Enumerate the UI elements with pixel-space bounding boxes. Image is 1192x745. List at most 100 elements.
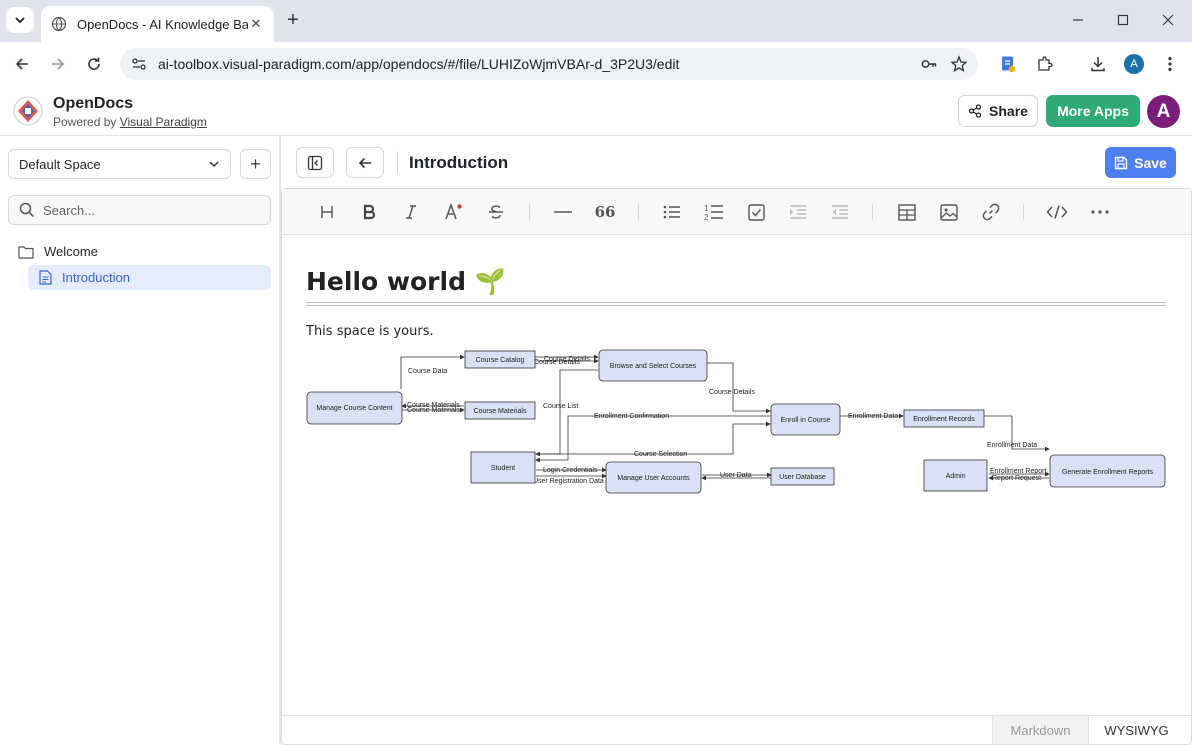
svg-text:Browse and Select Courses: Browse and Select Courses	[610, 363, 697, 370]
tree-page-introduction[interactable]: Introduction	[28, 265, 271, 290]
site-settings-icon[interactable]	[130, 55, 148, 73]
node-user-database: User Database	[770, 467, 835, 486]
space-select[interactable]: Default Space	[8, 149, 231, 179]
maximize-icon[interactable]	[1110, 8, 1136, 32]
tab-close-icon[interactable]: ✕	[250, 16, 262, 31]
back-button[interactable]	[346, 147, 384, 178]
toggle-sidebar-button[interactable]	[296, 147, 334, 178]
document-heading: Hello world 🌱	[306, 267, 506, 296]
flow-label: User Registration Data	[533, 478, 604, 485]
search-input[interactable]	[43, 202, 243, 218]
data-flow-diagram: Course Data Course Details Course Detail…	[306, 349, 1166, 494]
space-select-value: Default Space	[19, 156, 101, 172]
extensions-puzzle-icon[interactable]	[1033, 52, 1057, 76]
share-label: Share	[989, 103, 1028, 119]
share-button[interactable]: Share	[958, 95, 1038, 127]
minimize-icon[interactable]	[1065, 8, 1091, 32]
opendocs-logo	[13, 96, 43, 126]
tab-search-button[interactable]	[6, 7, 34, 33]
extension-doc-icon[interactable]	[996, 52, 1020, 76]
horizontal-rule-icon[interactable]	[552, 201, 574, 223]
more-apps-button[interactable]: More Apps	[1046, 95, 1140, 127]
page-title: Introduction	[409, 153, 509, 172]
flow-label: Course Selection	[634, 451, 687, 458]
outdent-icon[interactable]	[829, 201, 851, 223]
visual-paradigm-link[interactable]: Visual Paradigm	[119, 115, 207, 129]
chevron-down-icon	[209, 161, 219, 168]
url-text: ai-toolbox.visual-paradigm.com/app/opend…	[158, 56, 680, 72]
flow-label: Report Request	[992, 475, 1041, 482]
quote-icon[interactable]: 66	[594, 203, 616, 221]
task-list-icon[interactable]	[745, 201, 767, 223]
forward-icon[interactable]	[46, 52, 70, 76]
tab-wysiwyg[interactable]: WYSIWYG	[1088, 716, 1184, 744]
download-icon[interactable]	[1086, 52, 1110, 76]
search-field[interactable]	[8, 195, 271, 225]
text-color-icon[interactable]	[443, 201, 465, 223]
flow-label: Course Data	[408, 368, 447, 375]
node-enroll-in-course: Enroll in Course	[770, 403, 841, 436]
editor-footer-divider	[282, 715, 1191, 716]
arrow-left-icon	[358, 157, 371, 168]
svg-text:2: 2	[704, 213, 709, 221]
bookmark-star-icon[interactable]	[948, 53, 970, 75]
powered-by-text: Powered by	[53, 115, 117, 129]
flow-label: Enrollment Data	[848, 413, 898, 420]
tree-folder-label: Welcome	[44, 244, 98, 259]
tab-title: OpenDocs - AI Knowledge Base	[77, 16, 248, 32]
strikethrough-icon[interactable]	[485, 201, 507, 223]
flow-label: Enrollment Confirmation	[594, 413, 669, 420]
folder-icon	[18, 245, 34, 259]
italic-icon[interactable]	[400, 201, 422, 223]
svg-text:Course Catalog: Course Catalog	[476, 357, 525, 364]
flow-label: Course List	[543, 403, 578, 410]
node-browse-select-courses: Browse and Select Courses	[598, 349, 708, 382]
save-label: Save	[1134, 154, 1167, 171]
close-window-icon[interactable]	[1155, 8, 1181, 32]
code-icon[interactable]	[1046, 201, 1068, 223]
new-tab-button[interactable]: +	[287, 8, 299, 31]
toolbar-separator	[529, 204, 530, 220]
browser-tab[interactable]: OpenDocs - AI Knowledge Base ✕	[41, 6, 274, 42]
flow-label: Enrollment Data	[987, 442, 1037, 449]
back-icon[interactable]	[10, 52, 34, 76]
browser-menu-icon[interactable]	[1158, 52, 1182, 76]
node-student: Student	[470, 451, 536, 484]
globe-icon	[51, 16, 67, 32]
tab-markdown[interactable]: Markdown	[992, 716, 1088, 744]
add-space-button[interactable]: +	[240, 149, 271, 179]
more-icon[interactable]	[1089, 201, 1111, 223]
flows	[400, 354, 1050, 481]
chevron-down-icon	[15, 17, 25, 24]
tree-folder-welcome[interactable]: Welcome	[18, 244, 98, 259]
node-enrollment-records: Enrollment Records	[903, 409, 985, 428]
node-course-catalog: Course Catalog	[464, 350, 536, 369]
image-icon[interactable]	[938, 201, 960, 223]
bullet-list-icon[interactable]	[661, 201, 683, 223]
avatar[interactable]: A	[1147, 95, 1180, 128]
save-button[interactable]: Save	[1105, 147, 1176, 178]
document-icon	[39, 270, 52, 285]
save-icon	[1114, 156, 1128, 169]
powered-by: Powered by Visual Paradigm	[53, 115, 207, 129]
heading-underline	[306, 302, 1166, 306]
password-key-icon[interactable]	[918, 53, 940, 75]
svg-text:Generate Enrollment Reports: Generate Enrollment Reports	[1062, 469, 1154, 476]
indent-icon[interactable]	[787, 201, 809, 223]
document-paragraph: This space is yours.	[306, 324, 434, 339]
heading-icon[interactable]	[316, 201, 338, 223]
url-bar[interactable]: ai-toolbox.visual-paradigm.com/app/opend…	[120, 48, 978, 80]
profile-icon[interactable]: A	[1122, 52, 1146, 76]
link-icon[interactable]	[980, 201, 1002, 223]
tree-page-label: Introduction	[62, 270, 130, 285]
node-manage-course-content: Manage Course Content	[306, 391, 403, 425]
bold-icon[interactable]	[358, 201, 380, 223]
node-manage-user-accounts: Manage User Accounts	[605, 461, 702, 494]
reload-icon[interactable]	[82, 52, 106, 76]
sidebar-collapse-icon	[307, 155, 323, 170]
table-icon[interactable]	[896, 201, 918, 223]
